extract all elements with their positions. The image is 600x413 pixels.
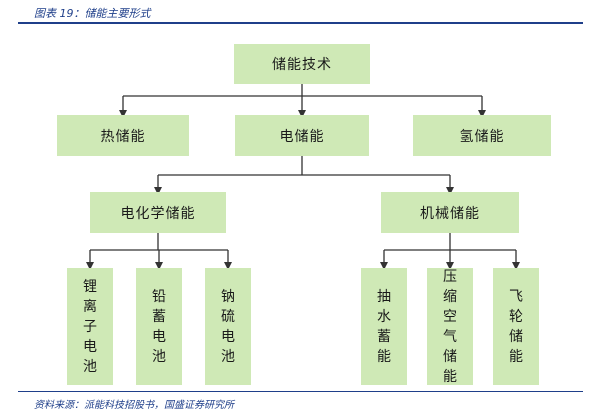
node-sodium-sulfur-battery: 钠硫电池: [205, 268, 251, 385]
node-mechanical-storage: 机械储能: [381, 192, 519, 233]
node-electrochemical-storage: 电化学储能: [90, 192, 226, 233]
source-note: 资料来源：派能科技招股书，国盛证券研究所: [34, 400, 234, 411]
node-compressed-air: 压缩空气储能: [427, 268, 473, 385]
node-heat-storage: 热储能: [57, 115, 189, 156]
node-electric-storage: 电储能: [235, 115, 369, 156]
bottom-rule: [18, 391, 583, 392]
node-flywheel: 飞轮储能: [493, 268, 539, 385]
node-lead-acid-battery: 铅蓄电池: [136, 268, 182, 385]
node-hydrogen-storage: 氢储能: [413, 115, 551, 156]
node-pumped-hydro: 抽水蓄能: [361, 268, 407, 385]
top-rule: [18, 22, 583, 24]
figure-caption: 图表 19：储能主要形式: [34, 7, 151, 20]
node-lithium-ion-battery: 锂离子电池: [67, 268, 113, 385]
node-root: 储能技术: [234, 44, 370, 84]
